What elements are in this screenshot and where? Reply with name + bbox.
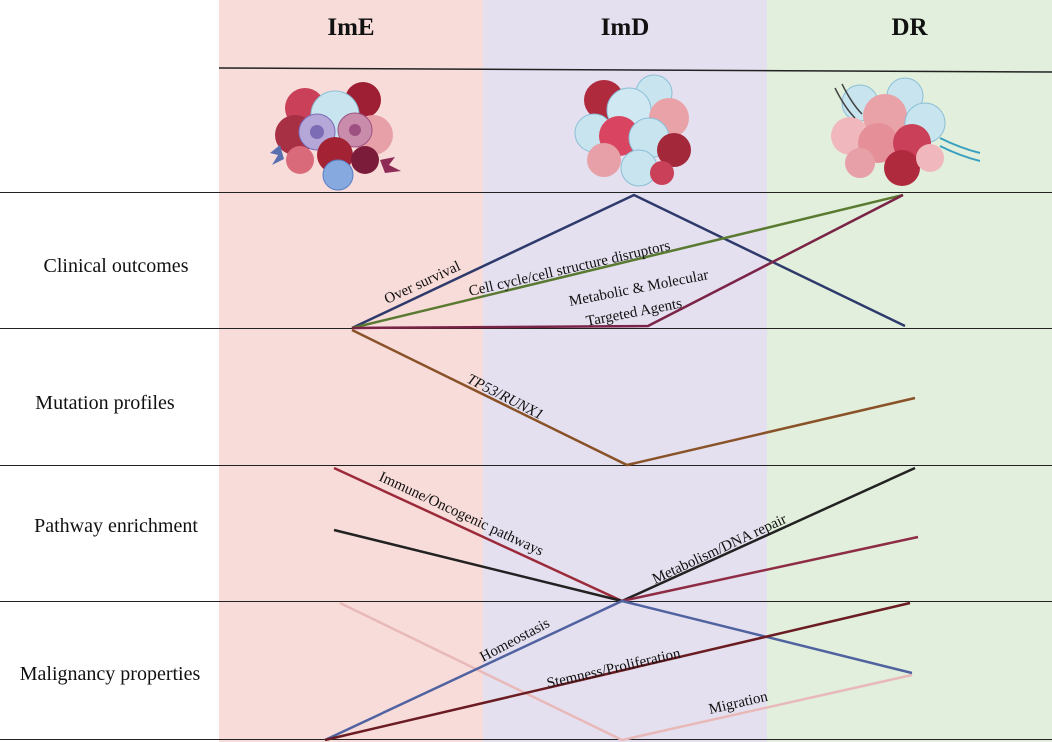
column-header-ime: ImE bbox=[327, 14, 375, 41]
label-metabolism-dna: Metabolism/DNA repair bbox=[650, 511, 789, 587]
over-survival-line bbox=[351, 193, 906, 330]
row-label-malignancy-properties: Malignancy properties bbox=[19, 663, 201, 685]
rose-pathway-line bbox=[621, 535, 919, 603]
dr-tumor-cluster-icon bbox=[831, 77, 981, 186]
label-over-survival: Over survival bbox=[382, 258, 463, 307]
immune-oncogenic-line bbox=[333, 466, 623, 603]
row-divider bbox=[0, 328, 1052, 329]
stemness-proliferation-line bbox=[324, 601, 911, 742]
cell-cycle-line bbox=[351, 193, 904, 330]
column-header-dr: DR bbox=[891, 14, 928, 41]
header-underline bbox=[218, 67, 1052, 73]
metabolism-dna-line bbox=[621, 466, 916, 603]
migration-ascending-line bbox=[621, 673, 913, 742]
homeostasis-line bbox=[324, 599, 913, 742]
column-header-imd: ImD bbox=[600, 14, 650, 41]
row-label-clinical-outcomes: Clinical outcomes bbox=[43, 255, 189, 277]
row-divider bbox=[0, 465, 1052, 466]
label-tp53-runx1: TP53/RUNX1 bbox=[464, 371, 546, 423]
ime-tumor-cluster-icon bbox=[270, 82, 401, 191]
label-stemness: Stemness/Proliferation bbox=[545, 645, 682, 691]
row-divider bbox=[0, 601, 1052, 602]
row-divider bbox=[0, 192, 1052, 193]
metabolic-targeted-line bbox=[351, 193, 904, 330]
black-pathway-line bbox=[333, 528, 623, 603]
row-label-pathway-enrichment: Pathway enrichment bbox=[34, 515, 198, 537]
row-label-mutation-profiles: Mutation profiles bbox=[35, 392, 175, 414]
imd-tumor-cluster-icon bbox=[574, 74, 691, 187]
migration-descending-line bbox=[339, 601, 623, 742]
row-divider bbox=[0, 739, 1052, 740]
tp53-runx1-line bbox=[351, 328, 916, 467]
label-homeostasis: Homeostasis bbox=[477, 615, 552, 665]
